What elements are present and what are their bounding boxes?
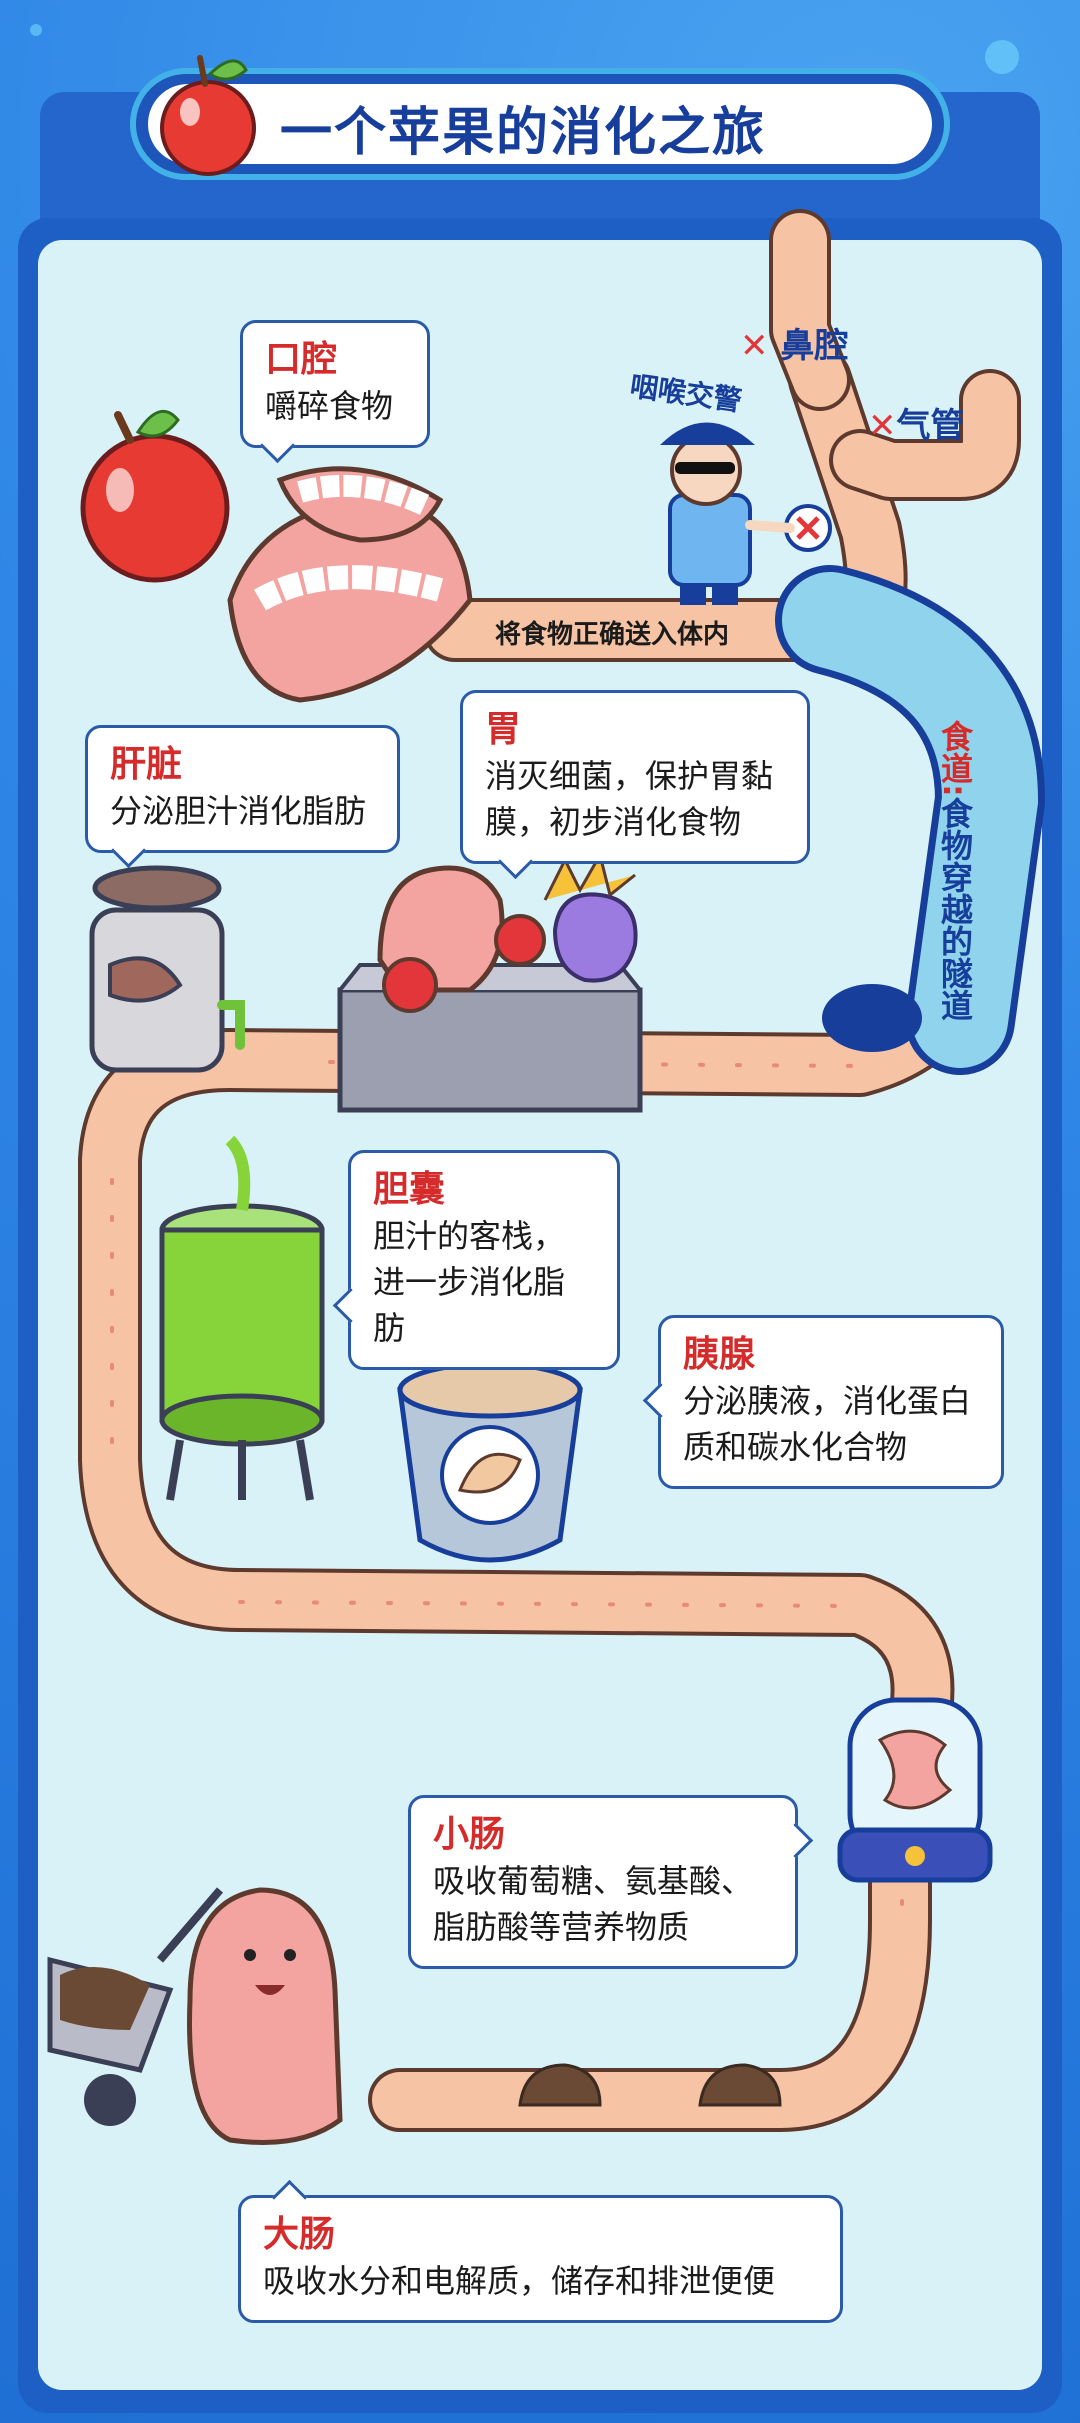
send-food-label: 将食物正确送入体内 bbox=[495, 620, 730, 650]
virus-icon bbox=[543, 851, 638, 983]
mouth-desc: 嚼碎食物 bbox=[265, 387, 394, 425]
blocked-x-icon: ✕ bbox=[868, 406, 897, 446]
pancreas-title: 胰腺 bbox=[683, 1334, 756, 1375]
apple-icon bbox=[160, 55, 256, 176]
trachea-label: ✕气管 bbox=[868, 406, 965, 446]
large-intestine-icon bbox=[187, 1887, 343, 2145]
blocked-x-icon: ✕ bbox=[740, 326, 769, 366]
small-intestine-title: 小肠 bbox=[433, 1814, 506, 1855]
liver-title: 肝脏 bbox=[110, 744, 183, 785]
callout-gallbladder: 胆囊 胆汁的客栈，进一步消化脂肪 bbox=[332, 1150, 620, 1370]
police-icon bbox=[660, 422, 795, 605]
decor-dot bbox=[30, 24, 42, 36]
nasal-cavity-label: ✕ 鼻腔 bbox=[740, 326, 849, 366]
pancreas-icon bbox=[397, 1361, 583, 1563]
large-intestine-desc: 吸收水分和电解质，储存和排泄便便 bbox=[263, 2262, 776, 2300]
callout-liver: 肝脏 分泌胆汁消化脂肪 bbox=[85, 725, 400, 869]
stomach-icon bbox=[337, 865, 643, 1113]
liver-icon bbox=[89, 865, 245, 1073]
gallbladder-icon bbox=[159, 1135, 325, 1501]
callout-stomach: 胃 消灭细菌，保护胃黏膜，初步消化食物 bbox=[460, 690, 810, 880]
pancreas-desc: 分泌胰液，消化蛋白质和碳水化合物 bbox=[683, 1382, 972, 1466]
apple-icon bbox=[80, 409, 230, 583]
callout-large-intestine: 大肠 吸收水分和电解质，储存和排泄便便 bbox=[238, 2179, 843, 2323]
stool-icon bbox=[518, 2063, 782, 2107]
stomach-title: 胃 bbox=[485, 709, 522, 750]
wheelbarrow-icon bbox=[47, 1887, 224, 2126]
title-banner bbox=[130, 68, 950, 180]
mouth-title: 口腔 bbox=[265, 339, 338, 380]
callout-mouth: 口腔 嚼碎食物 bbox=[240, 320, 430, 464]
esophagus-name: 食道: bbox=[936, 720, 974, 797]
liver-desc: 分泌胆汁消化脂肪 bbox=[110, 792, 367, 830]
gallbladder-title: 胆囊 bbox=[373, 1169, 446, 1210]
callout-pancreas: 胰腺 分泌胰液，消化蛋白质和碳水化合物 bbox=[642, 1315, 1004, 1489]
stomach-desc: 消灭细菌，保护胃黏膜，初步消化食物 bbox=[485, 757, 774, 841]
esophagus-desc: 食物穿越的隧道 bbox=[936, 796, 974, 1021]
small-intestine-desc: 吸收葡萄糖、氨基酸、脂肪酸等营养物质 bbox=[433, 1862, 754, 1946]
callout-small-intestine: 小肠 吸收葡萄糖、氨基酸、脂肪酸等营养物质 bbox=[408, 1795, 814, 1969]
large-intestine-title: 大肠 bbox=[263, 2214, 336, 2255]
small-intestine-icon bbox=[837, 1697, 993, 1883]
decor-dot bbox=[985, 40, 1019, 74]
gallbladder-desc: 胆汁的客栈，进一步消化脂肪 bbox=[373, 1217, 566, 1347]
esophagus-label: 食道:食物穿越的隧道 bbox=[935, 720, 975, 1021]
teeth-icon bbox=[227, 466, 473, 703]
page-title: 一个苹果的消化之旅 bbox=[280, 103, 767, 163]
